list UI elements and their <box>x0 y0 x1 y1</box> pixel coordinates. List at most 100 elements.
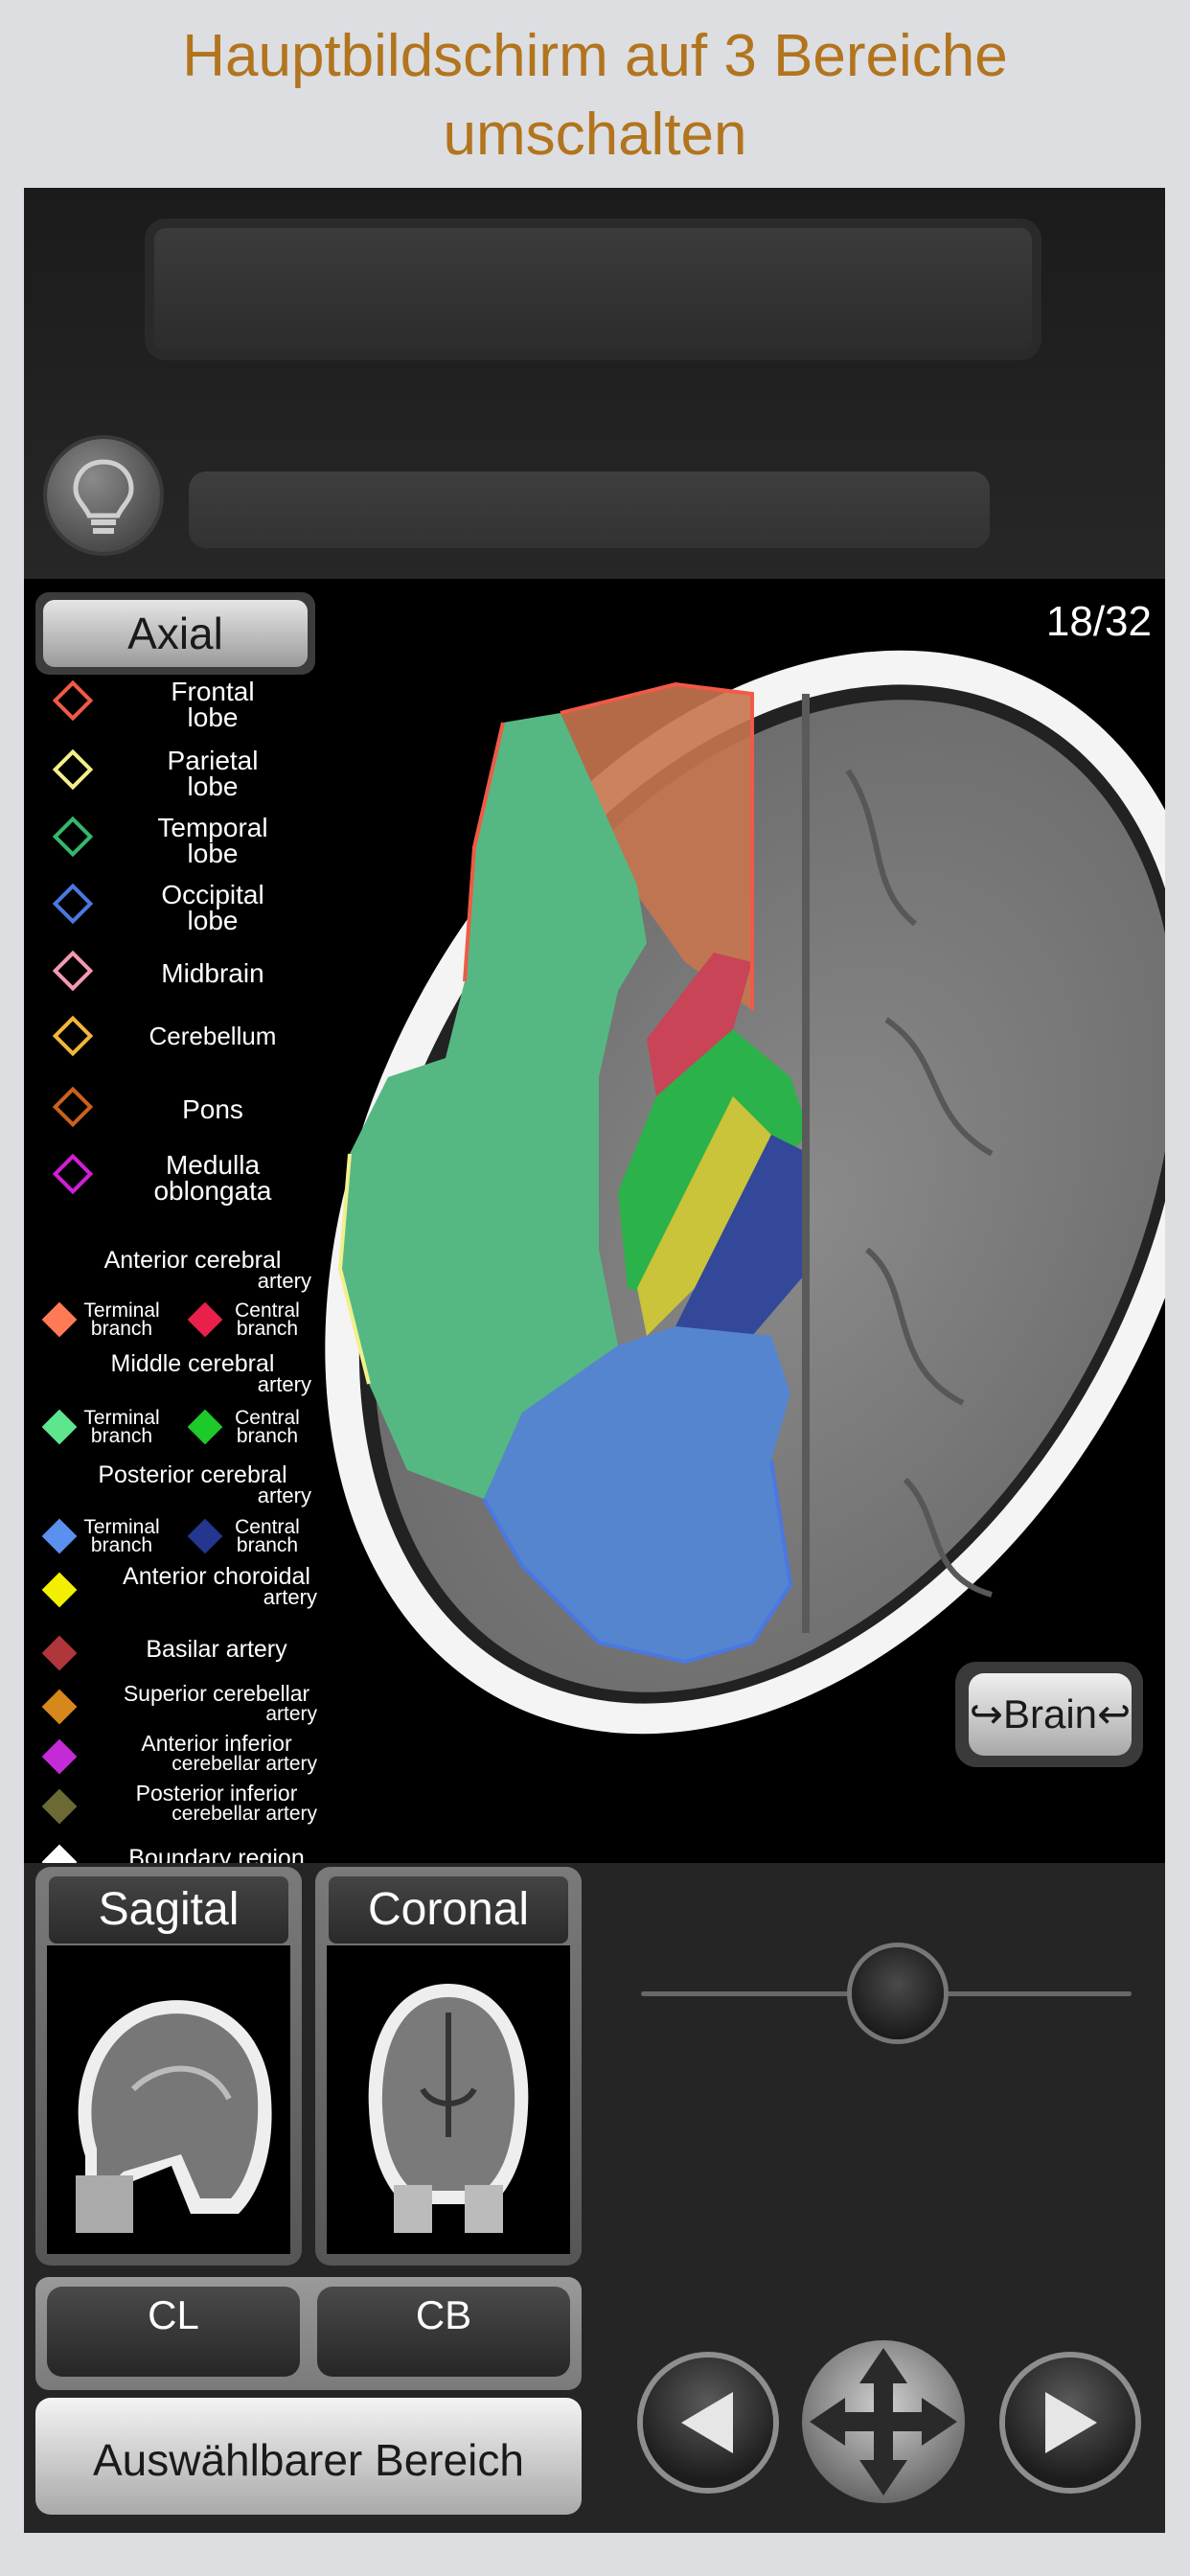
cb-button[interactable]: CB <box>317 2287 570 2377</box>
legend-artery-posterior-cerebral: Posterior cerebral artery <box>39 1461 346 1506</box>
diamond-icon <box>52 1015 94 1057</box>
four-way-arrow-icon <box>810 2348 957 2496</box>
sagital-view-thumbnail[interactable]: Sagital <box>35 1867 302 2266</box>
plane-label: Axial <box>43 600 308 667</box>
coronal-label: Coronal <box>329 1876 568 1944</box>
plane-selector-button[interactable]: Axial <box>35 592 315 675</box>
triangle-left-icon <box>681 2392 733 2453</box>
control-panel: Sagital Coronal <box>24 1863 1165 2533</box>
diamond-icon <box>41 1788 78 1825</box>
diamond-icon <box>52 883 94 925</box>
coronal-view-thumbnail[interactable]: Coronal <box>315 1867 582 2266</box>
legend-item-basilar-artery[interactable]: Basilar artery <box>39 1633 346 1671</box>
legend-label: Central <box>235 1407 300 1429</box>
legend-artery-middle-cerebral: Middle cerebral artery <box>39 1352 346 1396</box>
legend-label: artery <box>257 1372 311 1396</box>
diamond-icon <box>52 679 94 722</box>
legend-label: branch <box>236 1318 299 1340</box>
answer-input[interactable] <box>189 472 990 548</box>
legend-label: branch <box>236 1534 299 1556</box>
legend-label: artery <box>265 1703 317 1725</box>
legend-label: Anterior choroidal <box>123 1563 310 1590</box>
legend-label: Superior cerebellar <box>123 1681 310 1706</box>
coronal-brain-image <box>368 1984 529 2233</box>
sagital-label: Sagital <box>49 1876 288 1944</box>
brain-toggle-button[interactable]: ↪Brain↩ <box>955 1662 1143 1767</box>
diamond-icon <box>41 1572 78 1608</box>
legend-label: Pons <box>182 1094 243 1124</box>
legend-label: Central <box>235 1516 300 1538</box>
legend-label: Boundary region <box>128 1845 305 1864</box>
legend-label: Terminal <box>83 1300 160 1322</box>
legend-label: lobe <box>187 906 239 935</box>
legend-label: branch <box>90 1534 153 1556</box>
legend-item-cerebellum[interactable]: Cerebellum <box>39 1010 346 1071</box>
move-pad[interactable] <box>802 2340 965 2503</box>
brain-button-label: Brain <box>1002 1691 1098 1736</box>
legend-label: Central <box>235 1300 300 1322</box>
legend-label: cerebellar artery <box>172 1753 317 1775</box>
legend-label: branch <box>236 1425 299 1447</box>
legend-label: branch <box>90 1425 153 1447</box>
legend-label: Anterior cerebral <box>103 1247 282 1274</box>
legend-label: Posterior cerebral <box>98 1461 287 1488</box>
ct-brain-image <box>325 650 1165 1735</box>
previous-button[interactable] <box>643 2358 773 2488</box>
slice-counter: 18/32 <box>1045 598 1152 645</box>
diamond-icon <box>41 1738 78 1775</box>
headline-line-1: Hauptbildschirm auf 3 Bereiche <box>182 23 1008 89</box>
legend-label: Occipital <box>161 880 264 909</box>
legend-label: lobe <box>187 702 239 732</box>
lightbulb-icon <box>73 459 134 534</box>
question-display <box>145 218 1041 360</box>
legend-label: branch <box>90 1318 153 1340</box>
legend-label: Parietal <box>167 746 259 775</box>
diamond-icon <box>52 748 94 791</box>
hint-button[interactable] <box>47 439 160 552</box>
diamond-icon <box>52 1153 94 1195</box>
legend-label: Terminal <box>83 1516 160 1538</box>
top-panel <box>24 188 1165 579</box>
triangle-right-icon <box>1045 2392 1097 2453</box>
diamond-icon <box>52 816 94 858</box>
selectable-area-button[interactable]: Auswählbarer Bereich <box>35 2398 582 2515</box>
legend-label: lobe <box>187 771 239 801</box>
legend-label: Midbrain <box>161 958 264 988</box>
diamond-icon <box>41 1844 78 1863</box>
legend-label: Temporal <box>157 813 268 842</box>
diamond-icon <box>41 1689 78 1725</box>
legend-label: artery <box>257 1269 311 1293</box>
legend-item-boundary-region[interactable]: Boundary region <box>39 1842 346 1863</box>
legend-label: cerebellar artery <box>172 1803 317 1825</box>
legend-label: Anterior inferior <box>141 1731 292 1756</box>
legend-label: lobe <box>187 839 239 868</box>
cl-button[interactable]: CL <box>47 2287 300 2377</box>
legend-label: artery <box>263 1585 317 1609</box>
headline: Hauptbildschirm auf 3 Bereiche umschalte… <box>0 17 1190 174</box>
legend-artery-anterior-cerebral: Anterior cerebral artery <box>39 1247 346 1293</box>
diamond-icon <box>41 1635 78 1671</box>
legend-label: Cerebellum <box>149 1022 277 1050</box>
legend-label: Medulla <box>165 1150 261 1180</box>
legend-label: Posterior inferior <box>135 1781 298 1806</box>
sagital-brain-image <box>76 2000 272 2233</box>
slice-slider-thumb[interactable] <box>852 1947 944 2039</box>
diamond-icon <box>52 1086 94 1128</box>
headline-line-2: umschalten <box>443 102 747 168</box>
next-button[interactable] <box>1005 2358 1135 2488</box>
legend-item-pons[interactable]: Pons <box>39 1081 346 1142</box>
legend-label: Frontal <box>171 677 255 706</box>
legend-label: oblongata <box>153 1176 272 1206</box>
legend-item-midbrain[interactable]: Midbrain <box>39 945 346 1006</box>
